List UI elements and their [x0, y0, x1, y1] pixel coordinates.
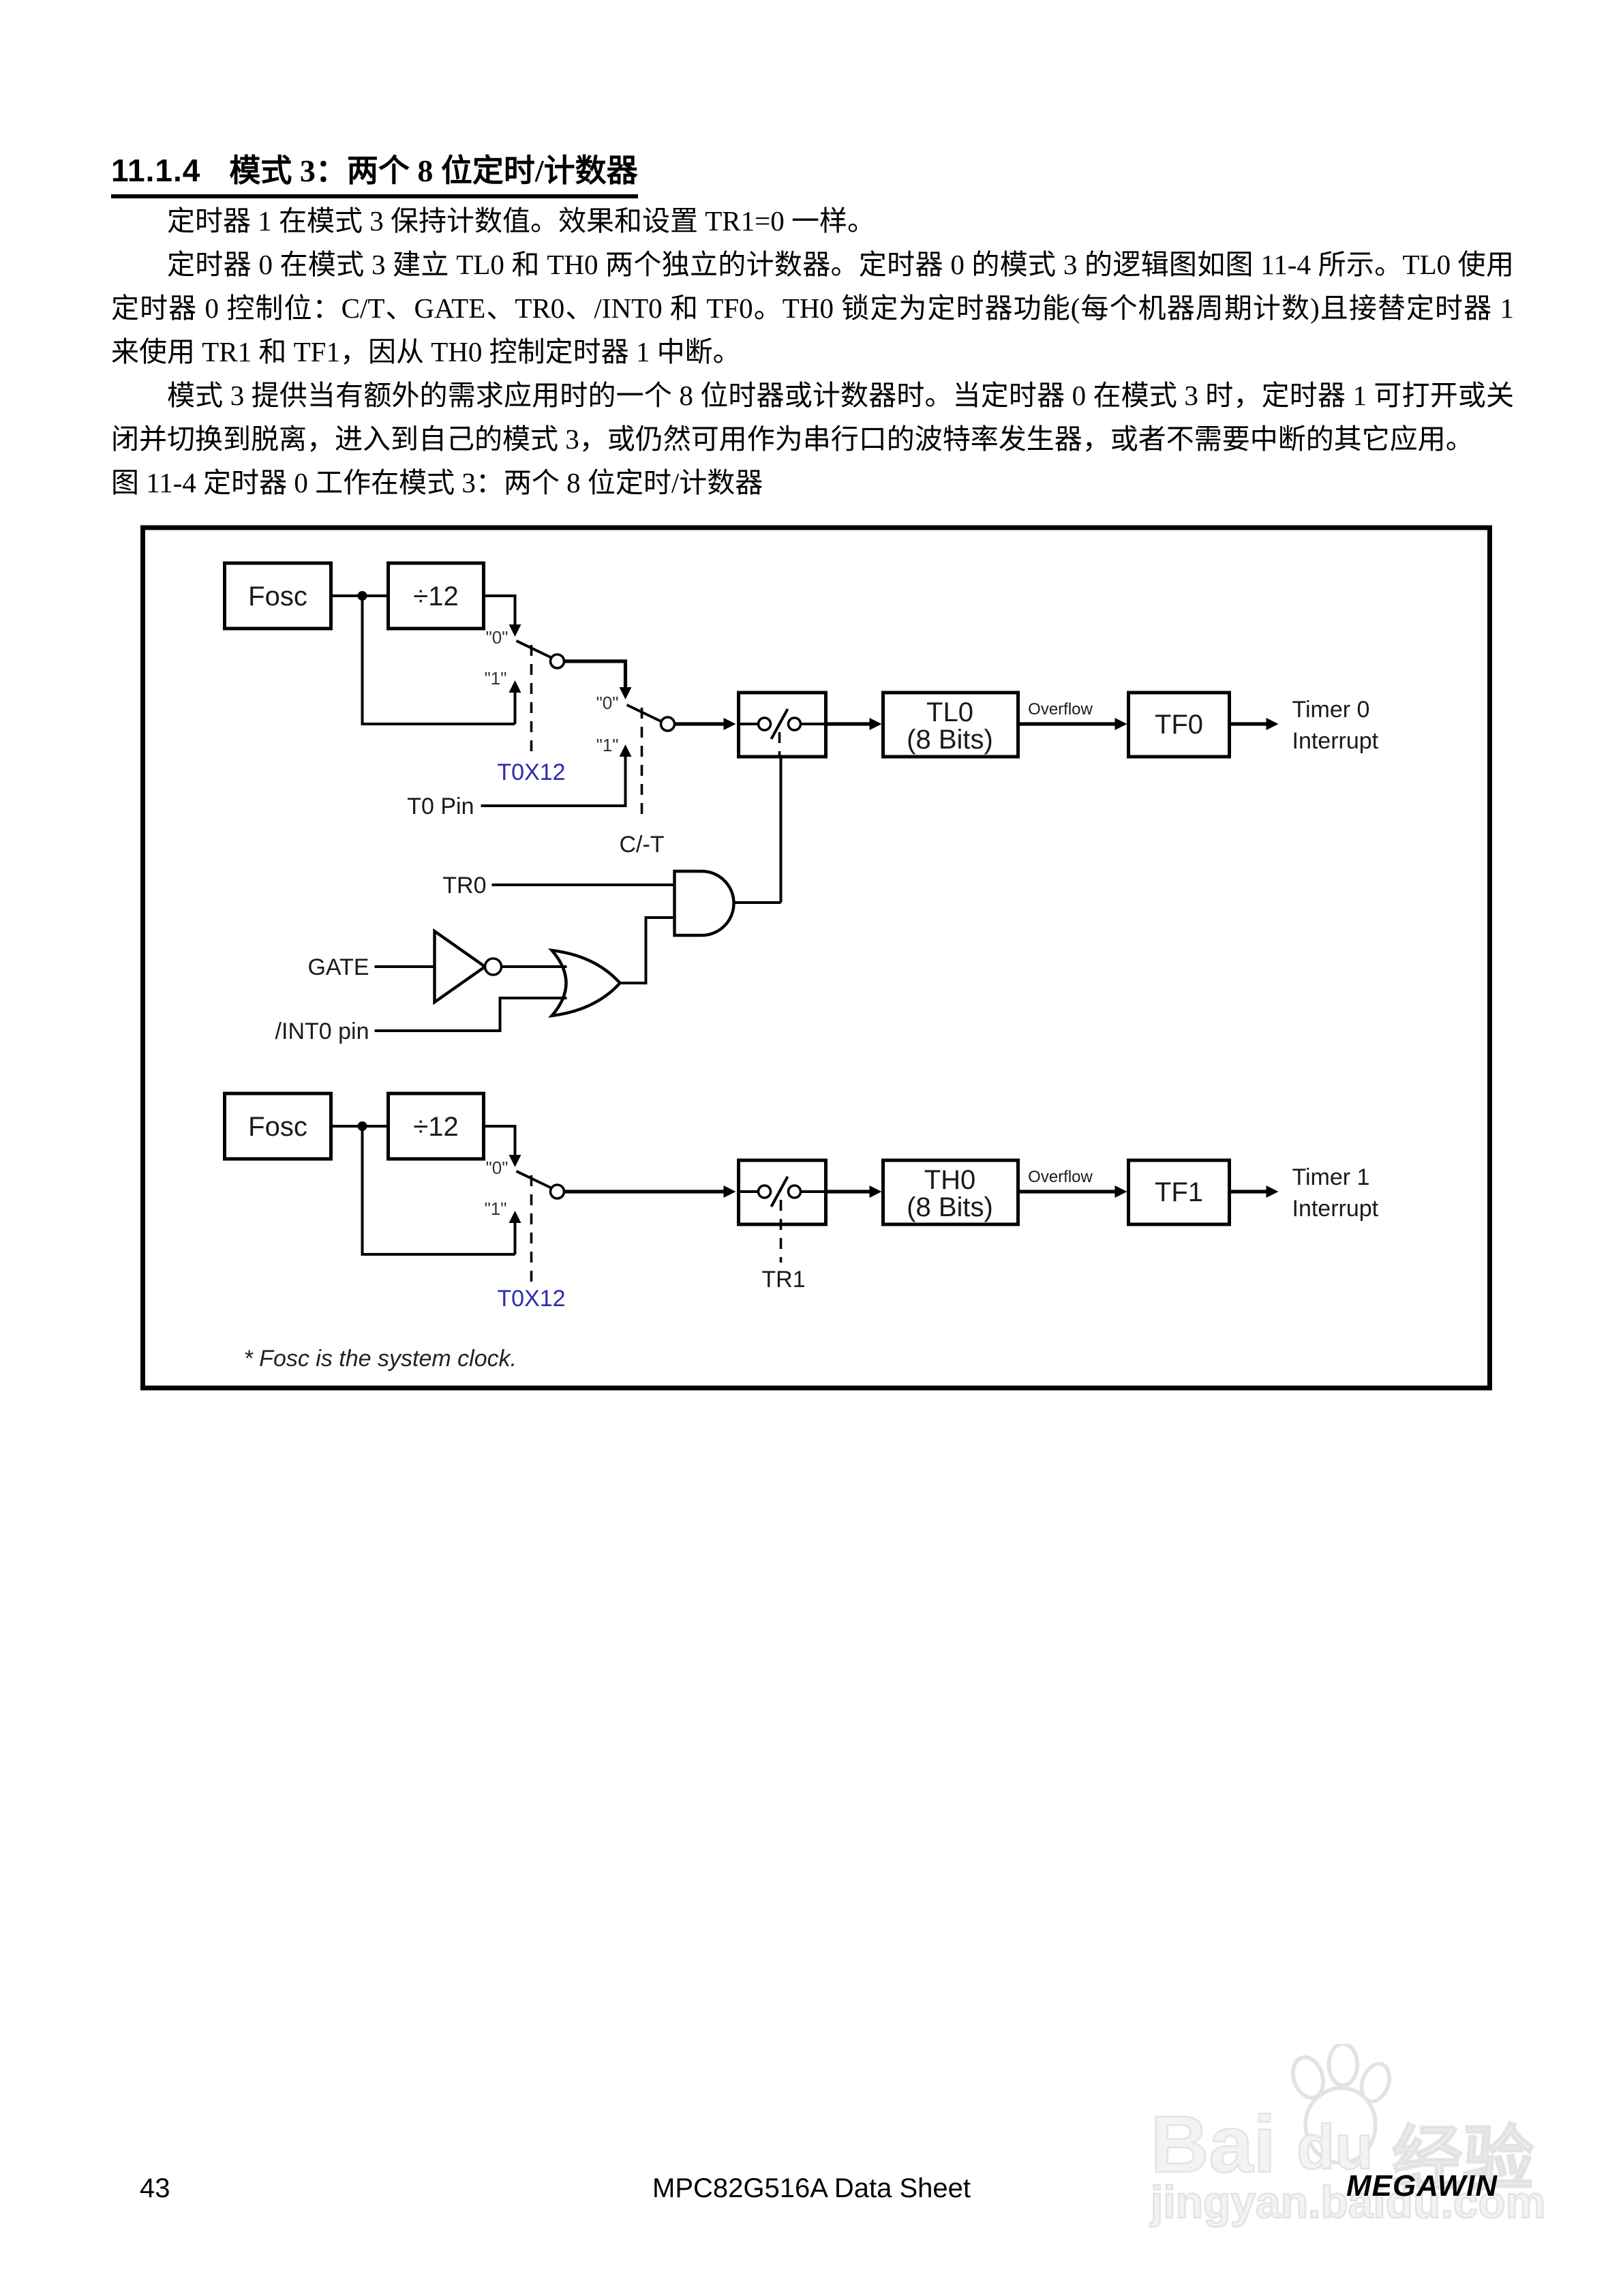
footer-brand-logo: MEGAWIN: [1346, 2169, 1498, 2203]
overflow-label-bottom: Overflow: [1028, 1168, 1093, 1186]
switch0-label: "0": [486, 627, 509, 648]
switch-pivot: [659, 716, 676, 732]
timer0-section: Fosc ÷12 "0" "1" "0" "1" T0X12 T0 Pin C/…: [223, 561, 1379, 858]
tf0-label: TF0: [1155, 710, 1203, 740]
tl0-bits-label: (8 Bits): [907, 725, 993, 755]
footer-doc-title: MPC82G516A Data Sheet: [652, 2173, 971, 2203]
timer0-interrupt-label2: Interrupt: [1292, 728, 1379, 754]
div12-label-top: ÷12: [413, 581, 458, 611]
switch-pivot: [549, 653, 566, 669]
th0-label: TH0: [924, 1165, 976, 1195]
timer1-interrupt-label2: Interrupt: [1292, 1196, 1379, 1222]
diagram-footnote: * Fosc is the system clock.: [244, 1346, 517, 1372]
section-number: 11.1.4: [111, 153, 201, 188]
t0x12-label-bottom: T0X12: [497, 1286, 565, 1312]
diagram-border: [140, 525, 1492, 1391]
gating-logic: TR0 GATE /INT0 pin: [275, 757, 783, 1044]
timer0-interrupt-label: Timer 0: [1292, 697, 1370, 723]
watermark-baidu-text: Bai: [1150, 2099, 1277, 2191]
not-gate: [433, 928, 488, 1006]
or-gate: [548, 948, 622, 1018]
div12-label-bottom: ÷12: [413, 1112, 458, 1142]
page-number: 43: [140, 2173, 170, 2203]
not-gate-bubble: [483, 957, 503, 976]
figure-11-4-diagram: Fosc ÷12 "0" "1" "0" "1" T0X12 T0 Pin C/…: [140, 525, 1492, 1391]
timer1-wires: [331, 1121, 736, 1256]
watermark-baidu-du: du: [1296, 2112, 1374, 2184]
fosc-label-top: Fosc: [248, 581, 307, 611]
switch0-label: "0": [486, 1158, 509, 1178]
overflow-label-top: Overflow: [1028, 700, 1093, 719]
baidu-paw-icon: [1291, 2044, 1391, 2165]
switch-pivot: [549, 1183, 566, 1200]
figure-caption: 图 11-4 定时器 0 工作在模式 3：两个 8 位定时/计数器: [111, 467, 763, 498]
timer0-wires: [331, 591, 736, 807]
body-text: 定时器 1 在模式 3 保持计数值。效果和设置 TR1=0 一样。 定时器 0 …: [111, 199, 1514, 504]
th0-bits-label: (8 Bits): [907, 1192, 993, 1222]
t0-pin-label: T0 Pin: [407, 794, 474, 819]
tr1-label: TR1: [761, 1267, 805, 1293]
switch-blade: [515, 639, 551, 659]
paragraph-3: 模式 3 提供当有额外的需求应用时的一个 8 位时器或计数器时。当定时器 0 在…: [111, 380, 1514, 455]
watermark-url: jingyan.baidu.com: [1150, 2176, 1547, 2229]
run-switch-box-timer0: [737, 691, 828, 759]
switch1-label: "1": [596, 735, 619, 755]
watermark-jingyan-cn: 经验: [1391, 2119, 1535, 2201]
timer1-interrupt-label: Timer 1: [1292, 1164, 1370, 1190]
gate-label: GATE: [307, 954, 369, 980]
paragraph-1: 定时器 1 在模式 3 保持计数值。效果和设置 TR1=0 一样。: [167, 205, 876, 237]
switch1-label: "1": [485, 668, 507, 689]
switch1-label: "1": [485, 1198, 507, 1219]
paragraph-2: 定时器 0 在模式 3 建立 TL0 和 TH0 两个独立的计数器。定时器 0 …: [111, 249, 1514, 367]
tl0-label: TL0: [926, 697, 973, 727]
section-heading: 11.1.4 模式 3：两个 8 位定时/计数器: [111, 153, 638, 198]
section-title: 模式 3：两个 8 位定时/计数器: [229, 153, 638, 188]
tf1-label: TF1: [1155, 1177, 1203, 1207]
int0-pin-label: /INT0 pin: [275, 1018, 369, 1044]
t0x12-label-top: T0X12: [497, 759, 565, 785]
switch-blade: [626, 704, 662, 723]
ct-label: C/-T: [619, 832, 664, 858]
switch0-label: "0": [596, 693, 619, 713]
tr0-label: TR0: [442, 873, 486, 898]
and-gate: [673, 869, 735, 937]
timer1-section: Fosc ÷12 "0" "1" T0X12 TR1 T: [223, 1091, 1379, 1312]
run-switch-box-timer1: [737, 1158, 828, 1263]
fosc-label-bottom: Fosc: [248, 1112, 307, 1142]
switch-blade: [515, 1170, 551, 1189]
